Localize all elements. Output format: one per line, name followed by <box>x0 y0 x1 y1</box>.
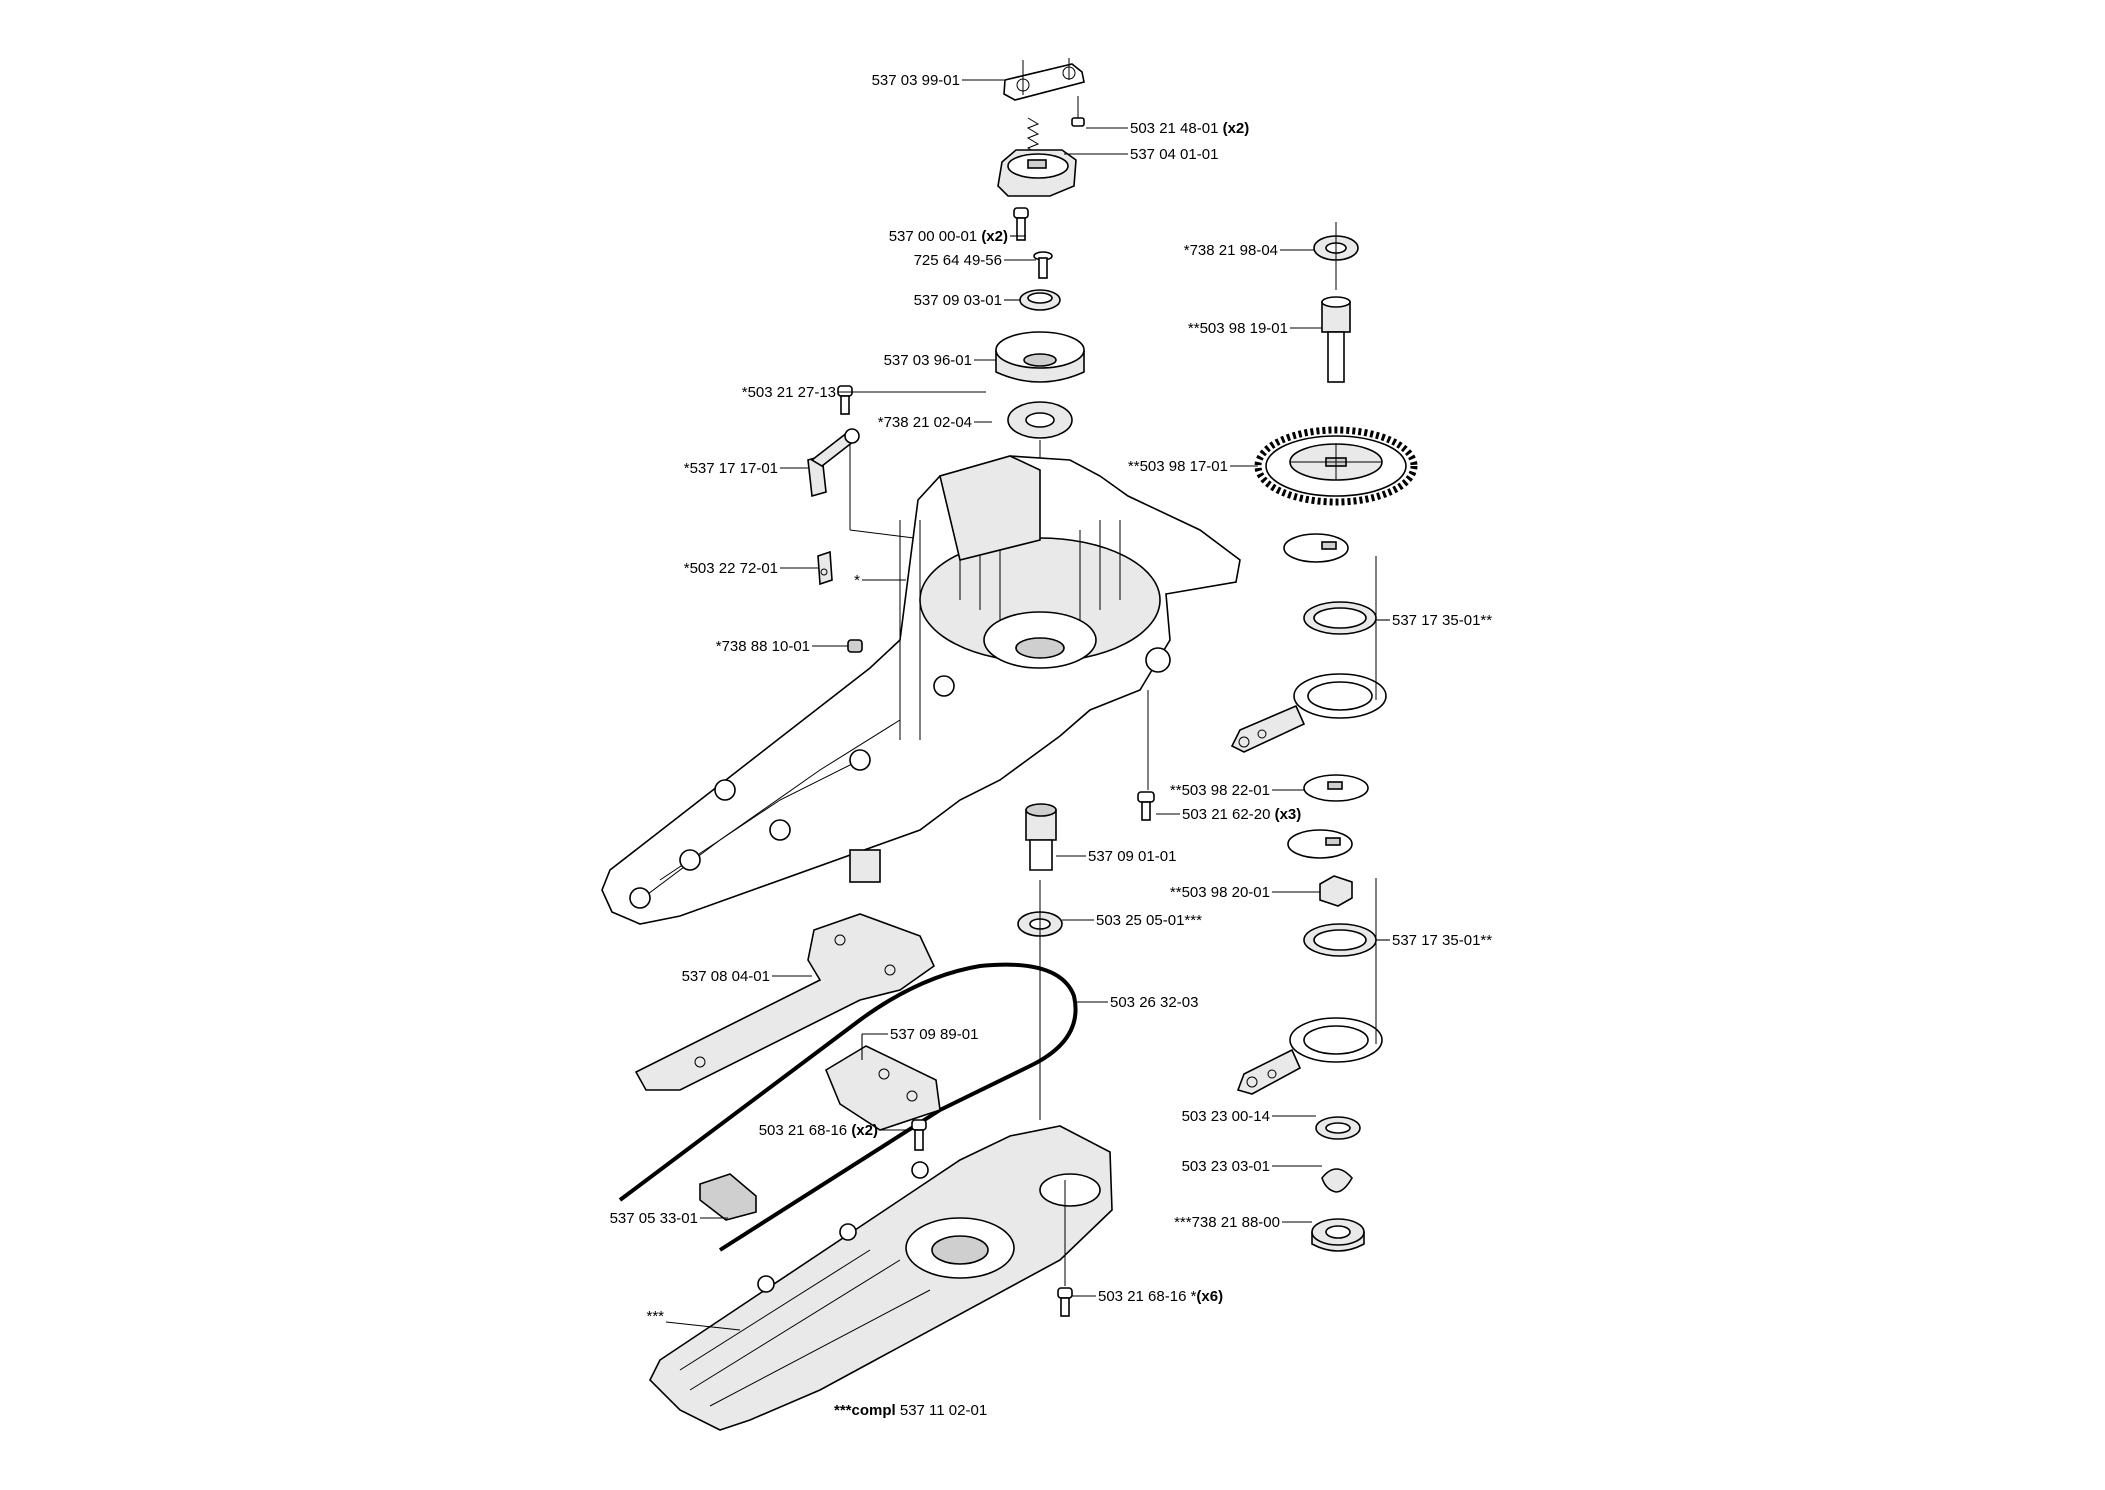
bottom-cover <box>649 1125 1113 1431</box>
screw-725-64-49-56 <box>1033 251 1053 279</box>
callout-537-03-99-01: 537 03 99-01 <box>872 72 960 89</box>
bearing-738-21-02-04 <box>1007 401 1073 439</box>
footer-compl-label: ***compl 537 11 02-01 <box>834 1402 987 1419</box>
callout-503-98-17-01: **503 98 17-01 <box>1128 458 1228 475</box>
callout-503-21-62-20: 503 21 62-20 (x3) <box>1182 806 1301 823</box>
callout-537-08-04-01: 537 08 04-01 <box>682 968 770 985</box>
washer-503-23-00-14 <box>1315 1116 1361 1140</box>
connecting-rod-lower <box>1236 1017 1383 1095</box>
callout-537-05-33-01: 537 05 33-01 <box>610 1210 698 1227</box>
callout-738-21-02-04: *738 21 02-04 <box>878 414 972 431</box>
bearing-738-21-88-00 <box>1311 1218 1365 1252</box>
screw-503-21-62-20 <box>1137 791 1155 821</box>
circlip-503-23-03-01 <box>1321 1168 1353 1193</box>
callout-738-21-88-00: ***738 21 88-00 <box>1174 1214 1280 1231</box>
lever-537-17-17-01 <box>807 428 860 498</box>
screw-503-21-48-01 <box>1071 96 1085 127</box>
spring <box>1026 117 1040 155</box>
callout-537-04-01-01: 537 04 01-01 <box>1130 146 1218 163</box>
callout-503-98-20-01: **503 98 20-01 <box>1170 884 1270 901</box>
callout-503-23-00-14: 503 23 00-14 <box>1182 1108 1270 1125</box>
disc-upper <box>1283 533 1349 563</box>
belt-503-26-32-03 <box>618 962 1078 1252</box>
callout-537-17-35-01-a: 537 17 35-01** <box>1392 612 1492 629</box>
leader-lines <box>665 79 1390 1331</box>
callout-738-21-98-04: *738 21 98-04 <box>1184 242 1278 259</box>
disc-503-98-22-01 <box>1303 774 1369 802</box>
callout-537-09-01-01: 537 09 01-01 <box>1088 848 1176 865</box>
screw-503-21-68-16-b <box>1057 1287 1073 1317</box>
slider-537-05-33-01 <box>699 1173 757 1221</box>
cam-block-537-04-01-01 <box>997 149 1077 197</box>
guide-plate-537-08-04-01 <box>634 913 936 1091</box>
needle-bearing-537-17-35-01-b <box>1303 923 1377 957</box>
callout-537-09-03-01: 537 09 03-01 <box>914 292 1002 309</box>
callout-725-64-49-56: 725 64 49-56 <box>914 252 1002 269</box>
callout-503-98-19-01: **503 98 19-01 <box>1188 320 1288 337</box>
callout-537-09-89-01: 537 09 89-01 <box>890 1026 978 1043</box>
callout-503-21-68-16-b: 503 21 68-16 *(x6) <box>1098 1288 1223 1305</box>
crank-plate-537-03-99-01 <box>1003 58 1085 101</box>
callout-537-00-00-01: 537 00 00-01 (x2) <box>889 228 1008 245</box>
callout-star: * <box>854 572 860 589</box>
callout-503-98-22-01: **503 98 22-01 <box>1170 782 1270 799</box>
clip-503-22-72-01 <box>817 550 833 586</box>
callout-503-26-32-03: 503 26 32-03 <box>1110 994 1198 1011</box>
callout-503-21-68-16-a: 503 21 68-16 (x2) <box>759 1122 878 1139</box>
callout-503-23-03-01: 503 23 03-01 <box>1182 1158 1270 1175</box>
screw-503-21-27-13 <box>837 385 853 415</box>
cup-537-03-96-01 <box>995 331 1085 383</box>
screw-503-21-68-16-a <box>911 1119 927 1151</box>
callout-537-03-96-01: 537 03 96-01 <box>884 352 972 369</box>
gear-503-98-17-01 <box>1254 426 1418 506</box>
screw-537-00-00-01 <box>1013 207 1029 241</box>
shaft-503-98-19-01 <box>1321 296 1351 383</box>
block-503-98-20-01 <box>1319 875 1353 907</box>
callout-503-21-48-01: 503 21 48-01 (x2) <box>1130 120 1249 137</box>
callout-738-88-10-01: *738 88 10-01 <box>716 638 810 655</box>
callout-537-17-35-01-b: 537 17 35-01** <box>1392 932 1492 949</box>
connecting-rod-upper <box>1230 673 1387 753</box>
pinion-537-09-01-01 <box>1025 803 1057 871</box>
callout-triple-star: *** <box>646 1308 664 1325</box>
disc-middle <box>1287 829 1353 859</box>
callout-503-22-72-01: *503 22 72-01 <box>684 560 778 577</box>
gear-housing <box>601 455 1241 925</box>
callout-503-21-27-13: *503 21 27-13 <box>742 384 836 401</box>
callout-503-25-05-01: 503 25 05-01*** <box>1096 912 1202 929</box>
callout-labels: 537 03 99-01 503 21 48-01 (x2) 537 04 01… <box>610 72 1493 1419</box>
bracket-537-09-89-01 <box>824 1045 941 1131</box>
washer-537-09-03-01 <box>1019 289 1061 311</box>
plug-738-88-10-01 <box>847 639 863 653</box>
callout-537-17-17-01: *537 17 17-01 <box>684 460 778 477</box>
needle-bearing-537-17-35-01-a <box>1303 601 1377 635</box>
